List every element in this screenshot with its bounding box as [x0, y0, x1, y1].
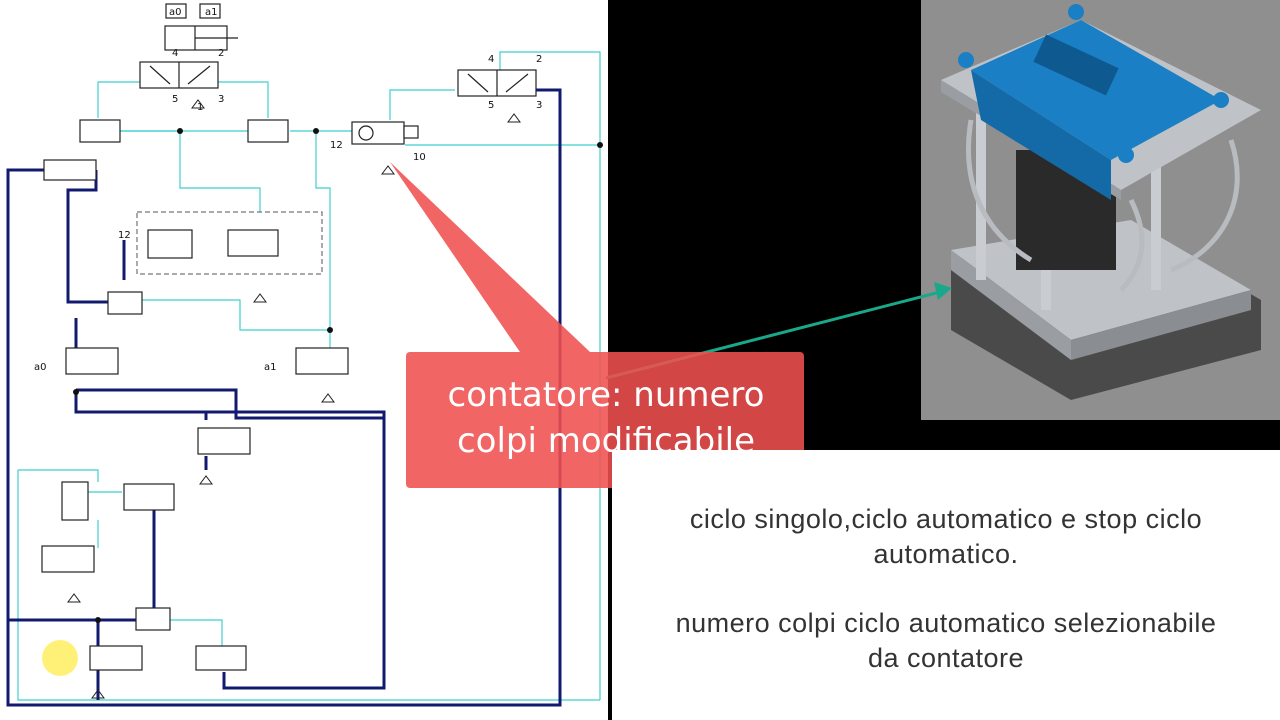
press-illustration [921, 0, 1280, 420]
valve-port-4: 4 [172, 48, 178, 59]
power-lines [6, 88, 562, 707]
caption-line-3: numero colpi ciclo automatico selezionab… [675, 608, 1217, 638]
cursor-highlight [42, 640, 78, 676]
caption-line-2: automatico. [873, 539, 1019, 569]
valves-3-2 [41, 347, 349, 671]
callout-text: contatore: numero colpi modificabile [416, 372, 796, 464]
fittings [958, 4, 1229, 163]
caption-panel: ciclo singolo,ciclo automatico e stop ci… [612, 450, 1280, 720]
right-valve-port-4: 4 [488, 54, 494, 65]
main-valve-5-2 [139, 61, 219, 89]
counter-port-10: 10 [413, 152, 426, 163]
sensor-a0-label: a0 [34, 362, 47, 373]
or-valves [43, 159, 171, 631]
counter-callout: contatore: numero colpi modificabile [406, 352, 804, 488]
and-valves [79, 119, 289, 143]
timer-port-12: 12 [118, 230, 131, 241]
green-arrow-head [934, 282, 952, 300]
timer-box [136, 211, 323, 275]
callout-line-1: contatore: numero [447, 375, 765, 415]
timer-valves [147, 229, 279, 259]
caption-line-4: da contatore [867, 643, 1025, 673]
valve-5-2-right [457, 69, 537, 97]
cylinder-sensor-a0: a0 [169, 7, 182, 18]
right-valve-port-5: 5 [488, 100, 494, 111]
exhaust-symbols [67, 99, 521, 699]
circuit-svg: a0 a1 [6, 3, 603, 707]
press-photo [921, 0, 1280, 420]
right-valve-port-2: 2 [536, 54, 542, 65]
cylinder [164, 3, 238, 51]
callout-pointer [390, 162, 590, 352]
counter-port-12: 12 [330, 140, 343, 151]
sensor-a1-label: a1 [264, 362, 277, 373]
caption-line-1: ciclo singolo,ciclo automatico e stop ci… [689, 504, 1203, 534]
valve-port-5: 5 [172, 94, 178, 105]
counter [351, 121, 419, 145]
valve-port-2: 2 [218, 48, 224, 59]
cylinder-sensor-a1: a1 [205, 7, 218, 18]
junction-dots [73, 128, 603, 623]
valve-port-3: 3 [218, 94, 224, 105]
right-valve-port-3: 3 [536, 100, 542, 111]
